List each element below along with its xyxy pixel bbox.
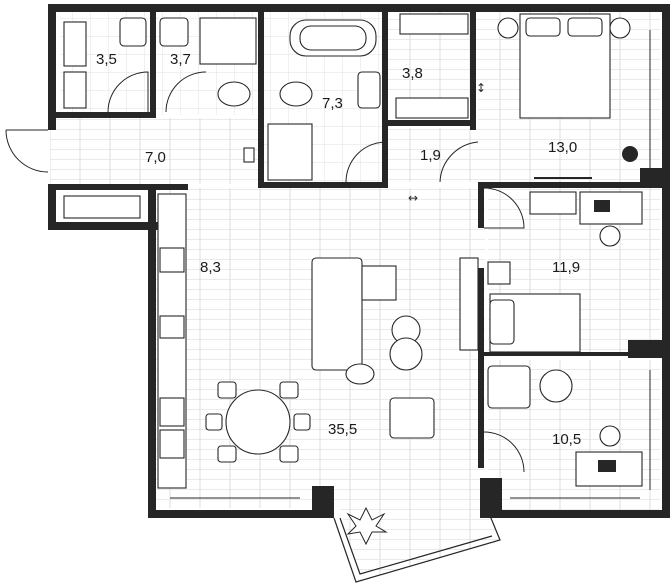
armchair-icon bbox=[487, 365, 531, 409]
bathtub-inner-icon bbox=[299, 25, 367, 51]
window-sills bbox=[170, 30, 651, 499]
chair-icon bbox=[217, 381, 237, 399]
room-area-bedroom-3: 10,5 bbox=[552, 431, 581, 448]
desk-icon bbox=[579, 191, 643, 225]
balcony-frame bbox=[333, 505, 501, 583]
hob-icon bbox=[159, 429, 185, 459]
floor-hall bbox=[50, 118, 260, 184]
pillow-icon bbox=[489, 299, 515, 345]
floor-corridor bbox=[388, 128, 478, 182]
armchair-icon bbox=[389, 397, 435, 439]
chair-icon bbox=[293, 413, 311, 431]
wc-door[interactable] bbox=[107, 71, 149, 113]
bedroom3-door[interactable] bbox=[483, 431, 525, 473]
fridge-icon bbox=[159, 247, 185, 273]
room-area-hall: 7,0 bbox=[145, 149, 166, 166]
hood-icon bbox=[159, 397, 185, 427]
dining-table-icon bbox=[225, 389, 291, 455]
room-area-bathroom: 7,3 bbox=[322, 95, 343, 112]
monitor-icon bbox=[594, 200, 610, 212]
boiler-icon bbox=[63, 71, 87, 109]
room-area-wardrobe: 3,8 bbox=[402, 65, 423, 82]
pillow-icon bbox=[525, 17, 561, 37]
doors bbox=[5, 71, 525, 473]
side-table-icon bbox=[345, 363, 375, 385]
kitchen-sink-icon bbox=[159, 315, 185, 339]
plant-icon bbox=[622, 146, 638, 162]
room-area-corridor: 1,9 bbox=[420, 147, 441, 164]
room-area-living: 35,5 bbox=[328, 421, 357, 438]
dimension-arrow-horizontal-icon: ↔ bbox=[408, 191, 418, 205]
desk-chair-icon bbox=[599, 425, 621, 447]
radiator-wc bbox=[63, 21, 87, 67]
room-area-labels: 3,5 3,7 3,8 7,3 7,0 1,9 13,0 8,3 35,5 11… bbox=[96, 51, 581, 448]
nightstand-lamp-icon bbox=[497, 17, 519, 39]
room-area-kitchen: 8,3 bbox=[200, 259, 221, 276]
balcony-plant-icon bbox=[346, 506, 388, 546]
floor-balcony bbox=[335, 480, 500, 580]
panel-icon bbox=[243, 147, 255, 163]
toilet-small-icon bbox=[217, 81, 251, 107]
room-area-wc: 3,5 bbox=[96, 51, 117, 68]
washing-machine-icon bbox=[119, 17, 147, 47]
chair-icon bbox=[205, 413, 223, 431]
corridor-door[interactable] bbox=[439, 141, 479, 183]
kitchen-furniture bbox=[157, 193, 187, 489]
entrance-door[interactable] bbox=[5, 129, 49, 173]
sofa-icon bbox=[311, 257, 363, 371]
desk-chair-icon bbox=[599, 225, 621, 247]
shower-icon bbox=[267, 123, 313, 181]
sink-bathroom-icon bbox=[357, 71, 381, 109]
living-furniture bbox=[205, 257, 479, 463]
radiator-corridor bbox=[395, 97, 469, 119]
tv-unit-icon bbox=[459, 257, 479, 351]
radiator-bedroom2 bbox=[529, 191, 577, 215]
room-area-bedroom-master: 13,0 bbox=[548, 139, 577, 156]
nightstand-icon bbox=[487, 261, 511, 285]
nightstand-lamp-icon bbox=[609, 17, 631, 39]
room-area-bath-small: 3,7 bbox=[170, 51, 191, 68]
radiator-wardrobe bbox=[399, 13, 469, 35]
monitor-icon bbox=[598, 460, 616, 472]
bedroom3-furniture bbox=[487, 365, 643, 487]
toilet-bathroom-icon bbox=[279, 81, 313, 107]
sanitary bbox=[63, 17, 381, 181]
sofa-chaise-icon bbox=[361, 265, 397, 301]
shower-tray-icon bbox=[199, 17, 257, 65]
bedroom2-furniture bbox=[487, 191, 643, 353]
chair-icon bbox=[217, 445, 237, 463]
radiator-hall bbox=[63, 195, 141, 219]
washbasin-icon bbox=[159, 17, 189, 47]
radiators bbox=[63, 13, 577, 219]
chair-icon bbox=[279, 445, 299, 463]
bath-small-door[interactable] bbox=[165, 71, 207, 113]
round-table-icon bbox=[539, 369, 573, 403]
walls bbox=[48, 4, 670, 518]
bedroom2-door[interactable] bbox=[483, 187, 525, 229]
pillow-icon bbox=[567, 17, 603, 37]
master-bedroom-furniture bbox=[497, 13, 638, 179]
bathroom-door[interactable] bbox=[345, 141, 387, 183]
coffee-table-icon bbox=[389, 337, 423, 371]
dimension-arrow-vertical-icon: ↕ bbox=[476, 81, 486, 95]
chair-icon bbox=[279, 381, 299, 399]
room-area-bedroom-2: 11,9 bbox=[552, 259, 580, 276]
